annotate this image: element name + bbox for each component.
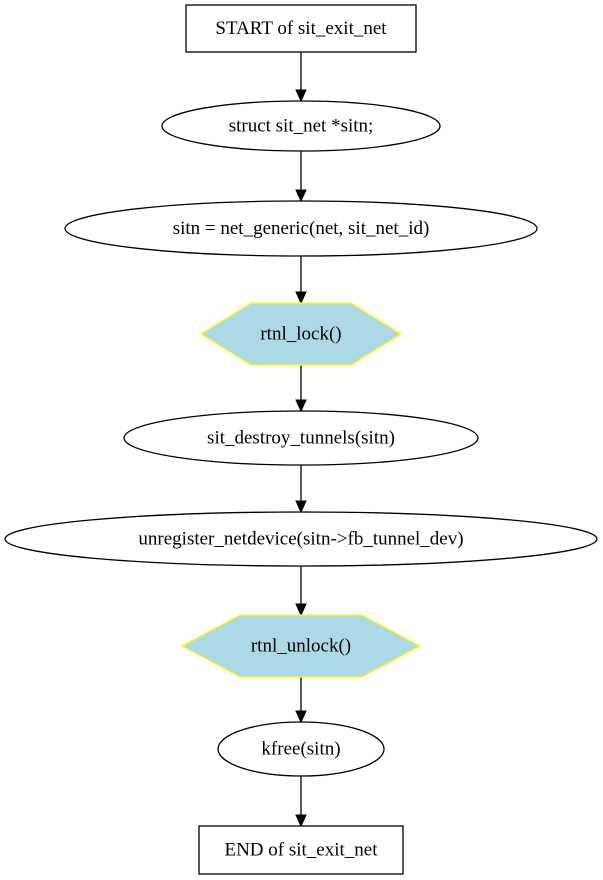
node-lock: rtnl_lock() <box>199 302 403 366</box>
edge-lock-destroy <box>295 365 307 413</box>
node-unregister-label: unregister_netdevice(sitn->fb_tunnel_dev… <box>138 529 463 550</box>
node-kfree-label: kfree(sitn) <box>261 739 340 760</box>
edges <box>295 52 307 828</box>
node-decl-label: struct sit_net *sitn; <box>229 116 374 137</box>
node-start: START of sit_exit_net <box>185 4 417 53</box>
node-start-label: START of sit_exit_net <box>215 18 387 39</box>
edge-unlock-kfree <box>295 677 307 724</box>
node-unlock: rtnl_unlock() <box>180 614 422 678</box>
edge-decl-generic <box>295 151 307 203</box>
node-lock-label: rtnl_lock() <box>260 324 341 345</box>
edge-start-decl <box>295 52 307 103</box>
node-decl: struct sit_net *sitn; <box>161 100 441 152</box>
edge-generic-lock <box>295 256 307 305</box>
node-destroy: sit_destroy_tunnels(sitn) <box>123 410 479 466</box>
node-unlock-label: rtnl_unlock() <box>251 636 351 657</box>
unlock-hexagon <box>180 614 422 678</box>
node-end: END of sit_exit_net <box>198 825 404 875</box>
edge-unregister-unlock <box>295 566 307 617</box>
node-kfree: kfree(sitn) <box>217 721 385 777</box>
node-generic: sitn = net_generic(net, sit_net_id) <box>64 200 538 257</box>
node-destroy-label: sit_destroy_tunnels(sitn) <box>207 428 395 449</box>
node-unregister: unregister_netdevice(sitn->fb_tunnel_dev… <box>4 511 598 567</box>
lock-hexagon <box>199 302 403 366</box>
node-end-label: END of sit_exit_net <box>224 840 378 861</box>
edge-kfree-end <box>295 776 307 828</box>
node-generic-label: sitn = net_generic(net, sit_net_id) <box>173 218 430 239</box>
edge-destroy-unregister <box>295 465 307 514</box>
